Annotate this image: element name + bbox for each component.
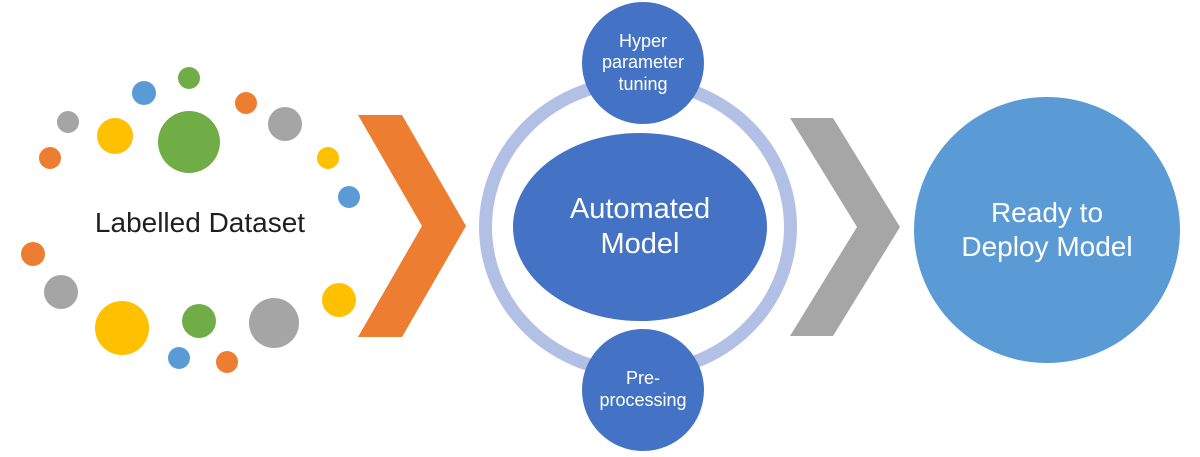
ready-to-deploy-circle: Ready to Deploy Model [914, 97, 1180, 363]
hyperparameter-tuning-label: Hyper parameter tuning [601, 30, 685, 94]
dataset-dot-gray [57, 111, 79, 133]
dataset-dot-green [182, 304, 216, 338]
ready-to-deploy-label: Ready to Deploy Model [961, 197, 1133, 262]
hyperparameter-tuning-circle: Hyper parameter tuning [582, 2, 704, 124]
labelled-dataset-label: Labelled Dataset [94, 207, 306, 238]
dataset-dot-blue [168, 347, 190, 369]
dataset-dot-green [178, 67, 200, 89]
dataset-dot-blue [132, 81, 156, 105]
dataset-dot-yellow [317, 147, 339, 169]
dataset-dot-orange [39, 147, 61, 169]
automated-model-ellipse: Automated Model [513, 133, 767, 321]
dataset-dot-orange [235, 92, 257, 114]
dataset-dot-green [158, 111, 220, 173]
preprocessing-circle: Pre-processing [582, 329, 704, 451]
dataset-dot-yellow [95, 301, 149, 355]
preprocessing-label: Pre-processing [599, 368, 687, 410]
dataset-dot-yellow [97, 118, 133, 154]
dataset-dot-gray [249, 298, 299, 348]
dataset-dot-orange [21, 242, 45, 266]
automated-model-label: Automated Model [569, 193, 711, 260]
dataset-dot-gray [44, 275, 78, 309]
dataset-dot-orange [216, 351, 238, 373]
dataset-dot-gray [268, 107, 302, 141]
dataset-dot-yellow [322, 283, 356, 317]
dataset-dot-blue [338, 186, 360, 208]
